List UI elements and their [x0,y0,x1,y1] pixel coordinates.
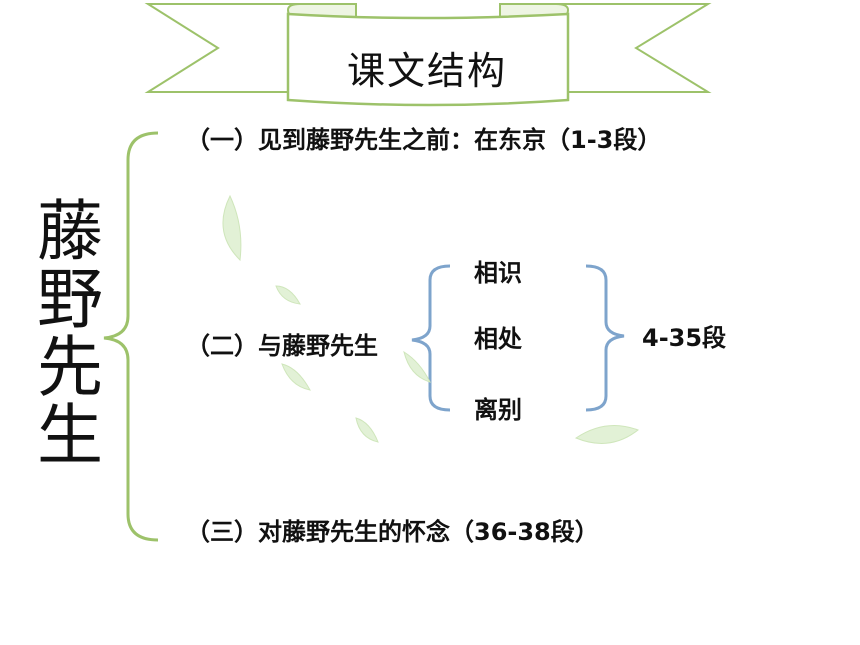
section-2-label: （二）与藤野先生 [186,332,378,360]
main-bracket [103,131,159,542]
leaf-icon [574,425,640,444]
sub-bracket-right [585,264,625,412]
section-1-label: （一）见到藤野先生之前：在东京（1-3段） [186,126,662,154]
ribbon-panel [286,12,570,107]
banner-title: 课文结构 [346,49,507,93]
paragraph-range-label: 4-35段 [642,324,727,352]
leaf-icon [222,194,242,262]
leaf-icon [275,285,301,305]
sub-bracket-left [411,264,451,412]
side-title: 藤野先生 [37,193,103,474]
sub-item-get-along: 相处 [474,325,522,353]
decorative-leaves [222,194,640,444]
leaf-icon [403,350,431,383]
section-3-label: （三）对藤野先生的怀念（36-38段） [186,518,599,546]
sub-item-farewell: 离别 [474,396,522,424]
leaf-icon [355,417,379,443]
sub-item-acquaint: 相识 [474,259,522,287]
leaf-icon [281,363,311,391]
